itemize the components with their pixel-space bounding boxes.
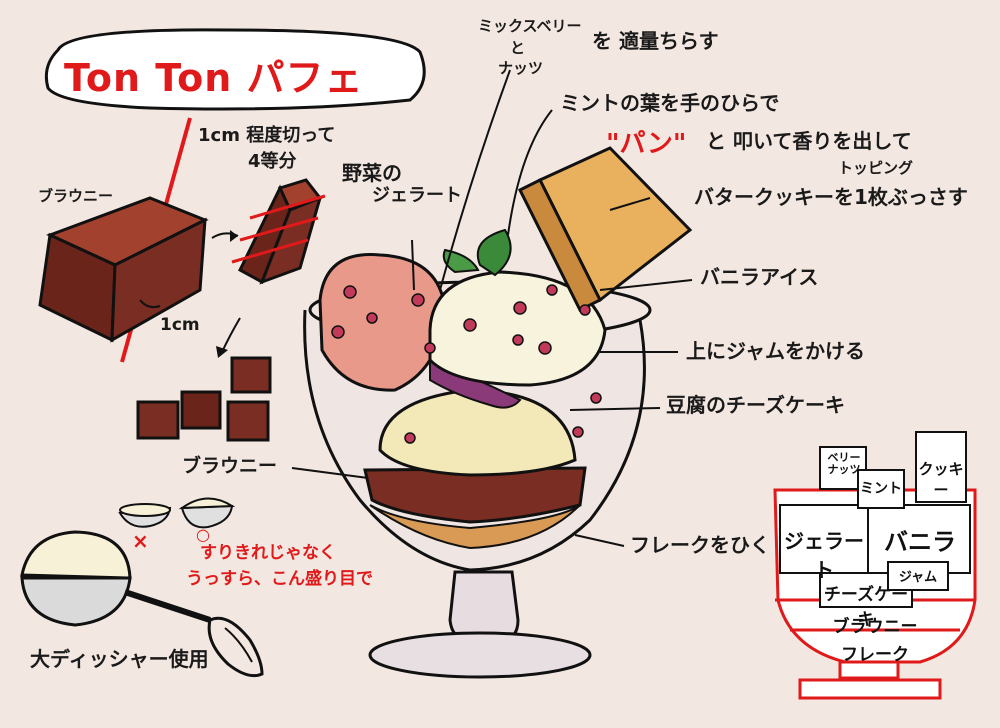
mint-leaves bbox=[442, 228, 512, 277]
mixed-berry-line1: ミックスベリー bbox=[478, 17, 582, 35]
brownie-label: ブラウニー bbox=[38, 187, 114, 205]
diagram-berry-nuts: ベリー ナッツ bbox=[827, 451, 861, 477]
diagram-brownie: ブラウニー bbox=[832, 617, 918, 637]
berries bbox=[331, 284, 602, 444]
mint-pan-sound: "パン" bbox=[606, 129, 687, 159]
layer-diagram-boxes bbox=[779, 431, 971, 608]
title-bubble bbox=[44, 28, 426, 111]
big-disher-label: 大ディッシャー使用 bbox=[30, 647, 209, 671]
ice-cream-disher bbox=[20, 530, 264, 678]
butter-cookie-label: バタークッキーを1枚ぶっさす bbox=[694, 185, 968, 209]
flake-label: フレークをひく bbox=[630, 533, 770, 557]
cross-mark: × bbox=[132, 529, 149, 553]
butter-cookie bbox=[517, 146, 693, 313]
scatter-label: を 適量ちらす bbox=[592, 29, 719, 53]
diagram-vanilla: バニラ bbox=[884, 528, 956, 556]
diagram-mint: ミント bbox=[860, 481, 902, 497]
diagram-gelato: ジェラート bbox=[784, 529, 864, 582]
vegetable-gelato-line2: ジェラート bbox=[372, 185, 462, 206]
topping-label: トッピング bbox=[838, 159, 914, 177]
diagram-flake: フレーク bbox=[841, 645, 909, 665]
circle-mark: ○ bbox=[196, 525, 210, 544]
cheesecake-scoop bbox=[378, 388, 577, 477]
vanilla-ice-label: バニラアイス bbox=[700, 265, 819, 289]
mint-instruction-line2: と 叩いて香りを出して bbox=[706, 129, 912, 153]
cut-instruction-line1: 1cm 程度切って bbox=[198, 125, 336, 146]
diagram-cheesecake: チーズケーキ bbox=[823, 585, 909, 630]
scoop-note-line2: うっすら、こん盛り目で bbox=[186, 569, 373, 589]
brownie-cubes bbox=[136, 356, 272, 442]
page-title: Ton Ton パフェ bbox=[64, 56, 364, 100]
brownie-block bbox=[38, 196, 209, 343]
scoop-comparison bbox=[118, 497, 236, 529]
mint-instruction-line1: ミントの葉を手のひらで bbox=[560, 91, 780, 115]
vegetable-gelato-line1: 野菜の bbox=[342, 161, 402, 185]
mixed-berry-line2: と bbox=[510, 39, 526, 57]
scoop-note-line1: すりきれじゃなく bbox=[200, 543, 336, 563]
cut-instruction-line2: 4等分 bbox=[248, 151, 297, 172]
tofu-cheesecake-label: 豆腐のチーズケーキ bbox=[666, 393, 845, 417]
vanilla-scoop bbox=[428, 270, 607, 387]
brownie-layer-label: ブラウニー bbox=[182, 455, 278, 477]
mixed-berry-line3: ナッツ bbox=[498, 59, 544, 77]
leader-lines bbox=[291, 69, 693, 547]
diagram-jam: ジャム bbox=[898, 570, 938, 585]
jam-label: 上にジャムをかける bbox=[686, 339, 865, 363]
brownie-layer bbox=[363, 466, 587, 524]
one-cm-label: 1cm bbox=[160, 315, 200, 335]
brownie-stick bbox=[231, 178, 326, 285]
diagram-cookie: クッキー bbox=[918, 460, 964, 499]
